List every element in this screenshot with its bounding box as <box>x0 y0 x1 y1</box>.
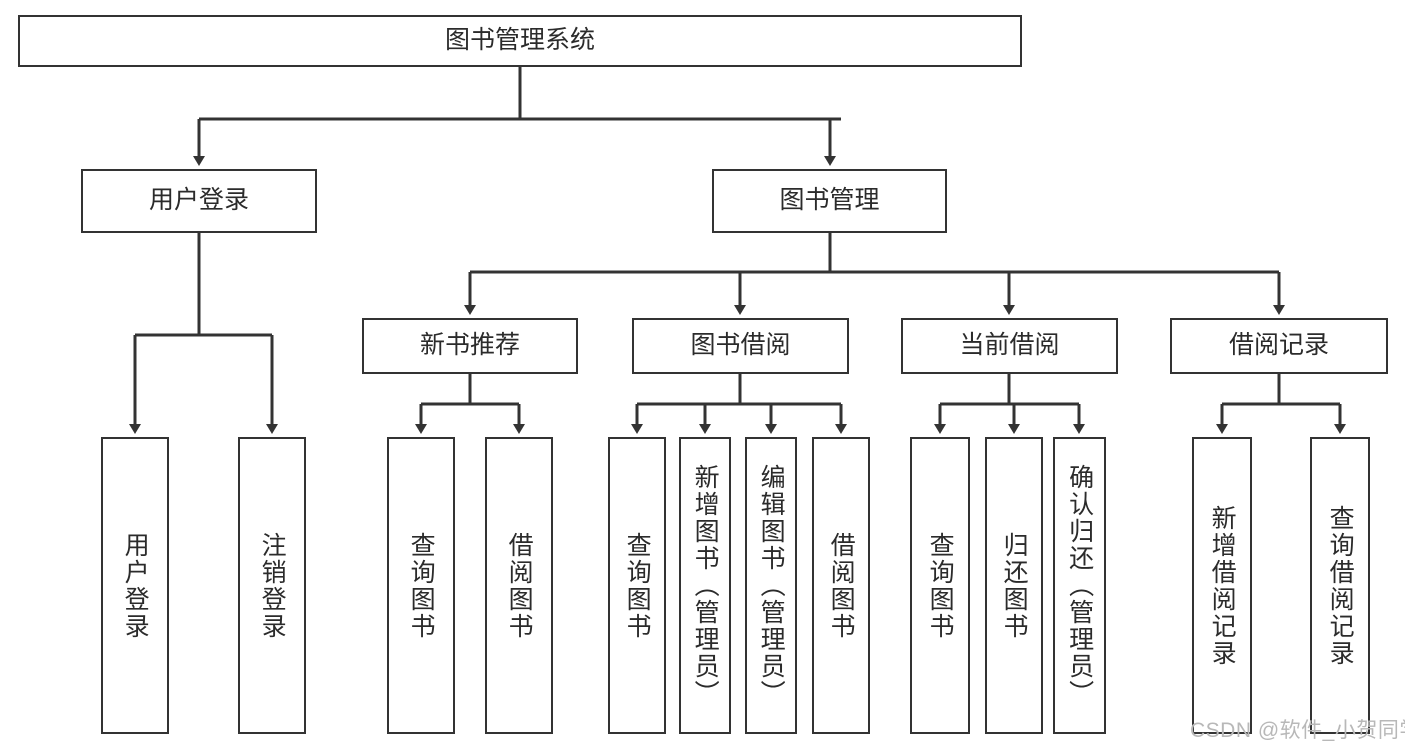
node-root[interactable]: 图书管理系统 <box>18 15 1022 67</box>
node-leaf-user-logout-label: 注销登录 <box>258 531 287 640</box>
node-leaf-query-book-recommend-label: 查询图书 <box>407 531 436 640</box>
node-leaf-query-borrow-record[interactable]: 查询借阅记录 <box>1310 437 1370 734</box>
node-leaf-user-login[interactable]: 用户登录 <box>101 437 169 734</box>
node-leaf-user-logout[interactable]: 注销登录 <box>238 437 306 734</box>
node-borrow-record-label: 借阅记录 <box>1228 331 1329 360</box>
node-leaf-confirm-return-admin[interactable]: 确认归还（管理员） <box>1053 437 1106 734</box>
node-borrow-record[interactable]: 借阅记录 <box>1170 318 1388 374</box>
node-leaf-query-book-borrow-label: 查询图书 <box>623 531 652 640</box>
node-root-label: 图书管理系统 <box>444 26 595 55</box>
node-leaf-borrow-book-recommend[interactable]: 借阅图书 <box>485 437 553 734</box>
node-leaf-query-book-borrow[interactable]: 查询图书 <box>608 437 666 734</box>
node-current-borrow[interactable]: 当前借阅 <box>901 318 1118 374</box>
node-user-login[interactable]: 用户登录 <box>81 169 317 233</box>
node-book-manage[interactable]: 图书管理 <box>712 169 947 233</box>
node-book-borrow[interactable]: 图书借阅 <box>632 318 849 374</box>
node-leaf-query-book-current-label: 查询图书 <box>926 531 955 640</box>
node-leaf-edit-book-admin[interactable]: 编辑图书（管理员） <box>745 437 797 734</box>
csdn-watermark: CSDN @软件_小贺同学 <box>1190 719 1405 742</box>
node-leaf-borrow-book-label: 借阅图书 <box>827 531 856 640</box>
node-leaf-confirm-return-admin-label: 确认归还（管理员） <box>1065 464 1094 707</box>
node-leaf-query-book-recommend[interactable]: 查询图书 <box>387 437 455 734</box>
node-leaf-return-book[interactable]: 归还图书 <box>985 437 1043 734</box>
node-leaf-query-borrow-record-label: 查询借阅记录 <box>1326 504 1355 667</box>
node-leaf-edit-book-admin-label: 编辑图书（管理员） <box>757 464 786 707</box>
node-leaf-borrow-book[interactable]: 借阅图书 <box>812 437 870 734</box>
node-new-book-recommend-label: 新书推荐 <box>419 331 520 360</box>
node-book-manage-label: 图书管理 <box>779 186 880 215</box>
node-leaf-query-book-current[interactable]: 查询图书 <box>910 437 970 734</box>
node-book-borrow-label: 图书借阅 <box>690 331 791 360</box>
node-leaf-user-login-label: 用户登录 <box>121 531 150 640</box>
node-leaf-add-book-admin-label: 新增图书（管理员） <box>691 464 720 707</box>
node-current-borrow-label: 当前借阅 <box>959 331 1060 360</box>
node-user-login-label: 用户登录 <box>148 186 249 215</box>
node-leaf-add-borrow-record[interactable]: 新增借阅记录 <box>1192 437 1252 734</box>
node-leaf-add-book-admin[interactable]: 新增图书（管理员） <box>679 437 731 734</box>
node-leaf-return-book-label: 归还图书 <box>1000 531 1029 640</box>
node-leaf-borrow-book-recommend-label: 借阅图书 <box>505 531 534 640</box>
node-leaf-add-borrow-record-label: 新增借阅记录 <box>1208 504 1237 667</box>
node-new-book-recommend[interactable]: 新书推荐 <box>362 318 578 374</box>
